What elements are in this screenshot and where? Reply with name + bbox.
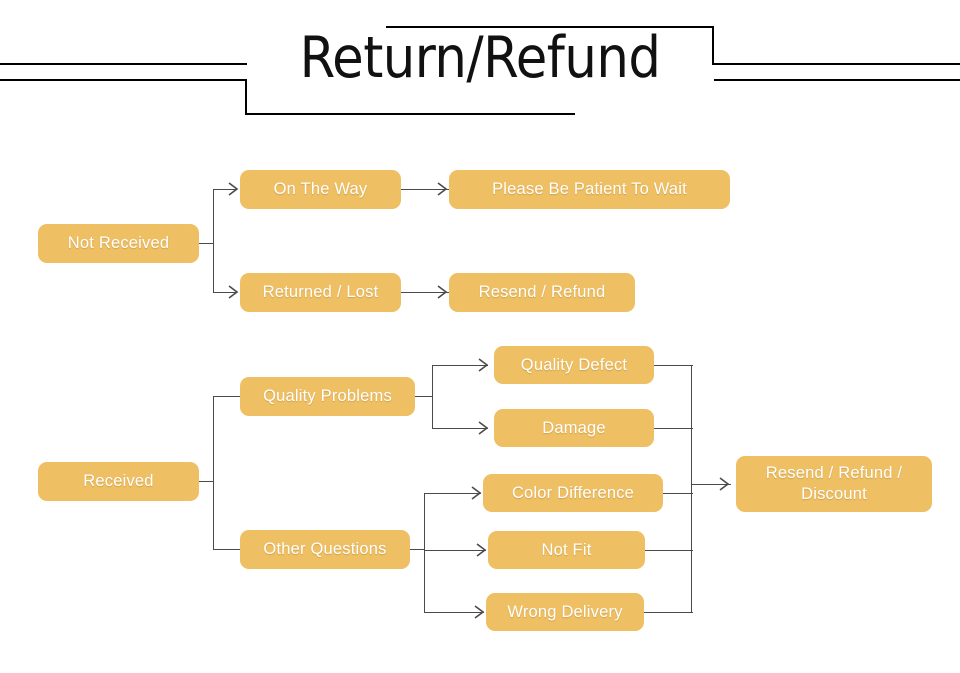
connector-wrong-delivery-out (644, 612, 693, 614)
node-received[interactable]: Received (38, 462, 199, 501)
node-color-difference[interactable]: Color Difference (483, 474, 663, 512)
header-rule-right-upper (712, 63, 960, 65)
arrowhead-to-damage (478, 421, 489, 435)
node-on-the-way[interactable]: On The Way (240, 170, 401, 209)
arrowhead-to-on-the-way (228, 182, 239, 196)
connector-to-other-questions (213, 549, 241, 551)
connector-not-received-stub (199, 243, 214, 245)
connector-to-wrong-delivery (424, 612, 484, 614)
node-resend-refund[interactable]: Resend / Refund (449, 273, 635, 312)
connector-other-questions-stub (410, 549, 425, 551)
connector-not-fit-out (645, 550, 693, 552)
arrowhead-to-quality-defect (478, 358, 489, 372)
connector-quality-defect-out (654, 365, 693, 367)
arrowhead-to-color-difference (471, 486, 482, 500)
node-quality-problems[interactable]: Quality Problems (240, 377, 415, 416)
connector-damage-out (654, 428, 693, 430)
connector-color-difference-out (663, 493, 693, 495)
arrowhead-to-not-fit (476, 543, 487, 557)
connector-to-quality-defect (432, 365, 488, 367)
header-rule-left-drop (245, 79, 247, 114)
connector-to-color-difference (424, 493, 481, 495)
header-rule-right-lower (714, 79, 960, 81)
node-please-be-patient-to-wait[interactable]: Please Be Patient To Wait (449, 170, 730, 209)
node-not-fit[interactable]: Not Fit (488, 531, 645, 569)
header-rule-right-drop (712, 26, 714, 64)
header-rule-left-upper (0, 63, 247, 65)
connector-quality-problems-stub (415, 396, 433, 398)
connector-to-damage (432, 428, 488, 430)
arrowhead-to-returned-lost (228, 285, 239, 299)
node-not-received[interactable]: Not Received (38, 224, 199, 263)
node-quality-defect[interactable]: Quality Defect (494, 346, 654, 384)
arrowhead-to-wrong-delivery (474, 605, 485, 619)
arrowhead-to-resend-refund-discount (719, 477, 730, 491)
node-resend-refund-discount[interactable]: Resend / Refund / Discount (736, 456, 932, 512)
node-other-questions[interactable]: Other Questions (240, 530, 410, 569)
connector-to-returned-lost (213, 292, 237, 294)
connector-returned-lost-to-resend (401, 292, 449, 294)
node-damage[interactable]: Damage (494, 409, 654, 447)
node-wrong-delivery[interactable]: Wrong Delivery (486, 593, 644, 631)
header-rule-left-lower (0, 79, 247, 81)
header-rule-bottom (245, 113, 575, 115)
connector-not-received-bus (213, 189, 215, 293)
connector-received-stub (199, 481, 214, 483)
connector-other-questions-bus (424, 493, 426, 613)
connector-on-the-way-to-wait (401, 189, 449, 191)
connector-convergence-bus (691, 365, 693, 613)
header-rule-top (386, 26, 714, 28)
arrowhead-to-please-be-patient (437, 182, 448, 196)
page-title: Return/Refund (299, 25, 661, 91)
connector-received-bus (213, 396, 215, 550)
connector-to-not-fit (424, 550, 486, 552)
connector-to-on-the-way (213, 189, 237, 191)
connector-convergence-to-result (691, 484, 731, 486)
connector-quality-problems-bus (432, 365, 434, 429)
arrowhead-to-resend-refund (437, 285, 448, 299)
node-returned-lost[interactable]: Returned / Lost (240, 273, 401, 312)
connector-to-quality-problems (213, 396, 241, 398)
header-band: Return/Refund (0, 0, 960, 140)
